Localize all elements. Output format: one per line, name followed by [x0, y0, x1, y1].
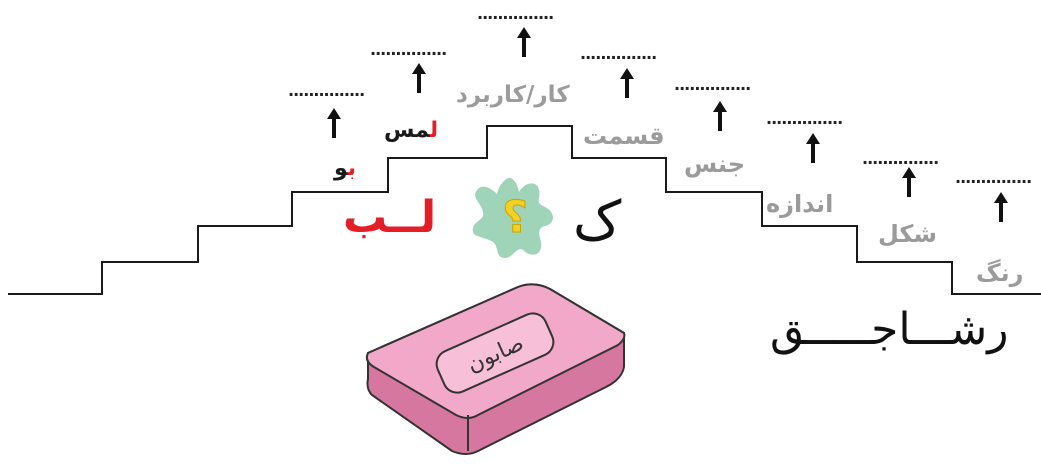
- up-arrow-icon: [620, 68, 634, 98]
- step-label-bu-rest: و: [334, 156, 348, 181]
- answer-line-lams: ...............: [370, 40, 447, 59]
- step-label-rang: رنگ: [976, 259, 1024, 287]
- step-label-shekl: شکل: [878, 220, 937, 248]
- answer-line-jens: ...............: [674, 75, 751, 94]
- answer-line-rang: ...............: [955, 168, 1032, 187]
- question-mark: ؟: [502, 192, 528, 243]
- up-arrow-icon: [412, 63, 426, 93]
- step-label-jens: جنس: [684, 150, 746, 178]
- answer-line-kar: ...............: [477, 4, 554, 23]
- up-arrow-icon: [517, 27, 531, 57]
- up-arrow-icon: [994, 192, 1008, 222]
- up-arrow-icon: [713, 101, 727, 131]
- question-splash-icon: ؟: [472, 177, 553, 258]
- step-label-andaze: اندازه: [766, 190, 834, 218]
- answer-line-shekl: ...............: [862, 149, 939, 168]
- up-arrow-icon: [327, 108, 341, 138]
- staircase-line: [8, 125, 1041, 295]
- word-right: رشـــاجـــــق: [770, 304, 1009, 355]
- step-label-kar: کار/کاربرد: [456, 82, 570, 108]
- step-label-lams-red: ل: [429, 118, 439, 143]
- answer-line-andaze: ...............: [766, 109, 843, 128]
- step-label-qesmat: قسمت: [583, 122, 665, 150]
- lab-word: لــب: [343, 192, 437, 243]
- answer-line-qesmat: ...............: [580, 44, 657, 63]
- step-label-bu: بو: [334, 158, 356, 180]
- step-label-lams-rest: مس: [384, 118, 430, 143]
- step-label-bu-red: ب: [347, 156, 357, 181]
- step-label-lams: لمس: [384, 120, 438, 142]
- word-kaf: ک: [573, 189, 622, 252]
- answer-line-bu: ...............: [288, 81, 365, 100]
- up-arrow-icon: [806, 133, 820, 163]
- up-arrow-icon: [902, 167, 916, 197]
- soap-illustration: صابون: [365, 283, 626, 455]
